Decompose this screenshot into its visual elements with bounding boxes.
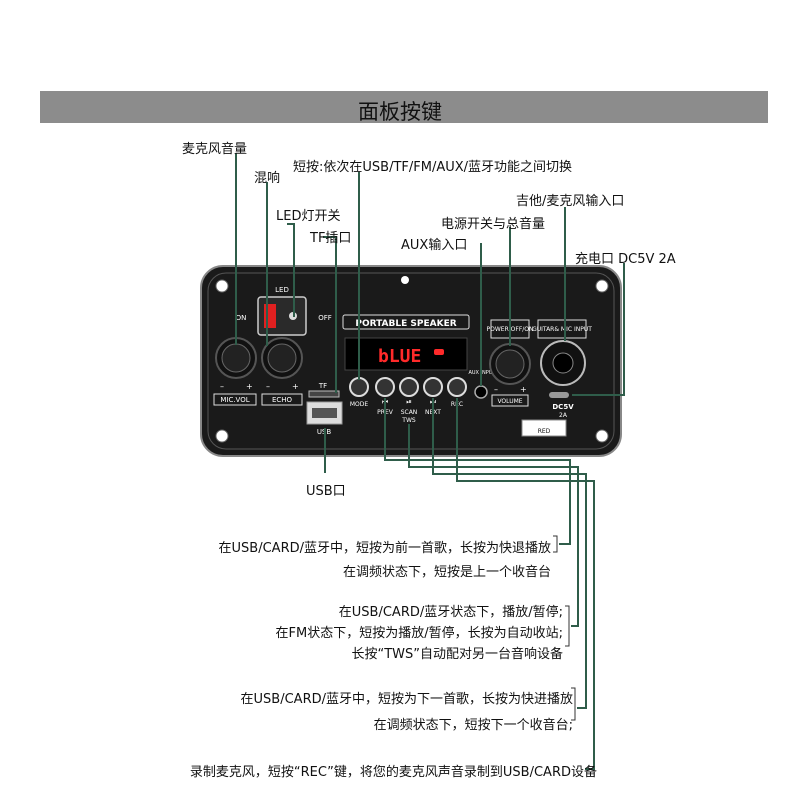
leader-lines bbox=[235, 153, 625, 770]
mic-vol-text: MIC.VOL bbox=[220, 396, 249, 404]
next-button bbox=[423, 377, 443, 397]
brand-text: PORTABLE SPEAKER bbox=[355, 319, 456, 329]
aux-jack bbox=[474, 385, 488, 399]
mode-text: MODE bbox=[350, 401, 369, 408]
scan-text: SCAN bbox=[401, 409, 418, 416]
title-bar bbox=[40, 91, 768, 123]
aux-input-callout: AUX输入口 bbox=[401, 238, 468, 253]
prev-desc-2: 在调频状态下，短按是上一个收音台 bbox=[342, 565, 551, 580]
mount-hole bbox=[595, 279, 609, 293]
play-desc-2: 在FM状态下，短按为播放/暂停，长按为自动收站; bbox=[275, 626, 563, 641]
usb-port-callout: USB口 bbox=[306, 484, 346, 499]
svg-text:–: – bbox=[494, 385, 498, 394]
rec-button bbox=[447, 377, 467, 397]
mount-hole bbox=[215, 279, 229, 293]
svg-text:+: + bbox=[246, 382, 253, 391]
volume-text: VOLUME bbox=[497, 398, 522, 405]
on-text: ON bbox=[236, 314, 247, 322]
svg-text:+: + bbox=[292, 382, 299, 391]
led-text: LED bbox=[275, 286, 289, 294]
echo-text: ECHO bbox=[272, 396, 293, 404]
play-button bbox=[399, 377, 419, 397]
prev-desc-1: 在USB/CARD/蓝牙中，短按为前一首歌，长按为快退播放 bbox=[218, 541, 551, 556]
prev-button bbox=[375, 377, 395, 397]
led-display bbox=[344, 337, 468, 371]
dc-text: DC5V bbox=[552, 403, 574, 411]
mount-hole bbox=[595, 429, 609, 443]
svg-text:–: – bbox=[220, 382, 224, 391]
mic-volume-callout: 麦克风音量 bbox=[182, 142, 248, 157]
page-title: 面板按键 bbox=[358, 100, 442, 124]
guitar-mic-callout: 吉他/麦克风输入口 bbox=[516, 194, 625, 209]
dc-a-text: 2A bbox=[559, 412, 568, 419]
guitar-mic-text: GUITAR& MIC INPUT bbox=[532, 326, 592, 333]
mount-hole bbox=[215, 429, 229, 443]
mode-callout: 短按:依次在USB/TF/FM/AUX/蓝牙功能之间切换 bbox=[293, 160, 573, 175]
off-text: OFF bbox=[318, 314, 332, 322]
red-text: RED bbox=[538, 428, 551, 435]
led-switch-rocker bbox=[264, 304, 276, 328]
play-desc-3: 长按“TWS”自动配对另一台音响设备 bbox=[351, 647, 563, 662]
display-text: bLUE bbox=[378, 346, 421, 367]
dc-port bbox=[549, 392, 569, 398]
next-desc-2: 在调频状态下，短按下一个收音台; bbox=[373, 718, 573, 733]
charge-callout: 充电口 DC5V 2A bbox=[575, 252, 676, 267]
aux-input-text: AUX INPUT bbox=[468, 370, 496, 376]
tf-text: TF bbox=[318, 382, 327, 390]
play-pause-icon: ⏯ bbox=[406, 398, 412, 406]
next-desc-1: 在USB/CARD/蓝牙中，短按为下一首歌，长按为快进播放 bbox=[240, 692, 573, 707]
tf-slot bbox=[308, 390, 340, 398]
braces bbox=[553, 535, 576, 721]
led-switch-callout: LED灯开关 bbox=[276, 209, 341, 224]
svg-text:+: + bbox=[520, 385, 527, 394]
svg-text:–: – bbox=[266, 382, 270, 391]
power-volume-callout: 电源开关与总音量 bbox=[441, 217, 546, 232]
mode-button bbox=[349, 377, 369, 397]
rec-desc: 录制麦克风，短按“REC”键，将您的麦克风声音录制到USB/CARD设备 bbox=[189, 765, 597, 780]
mount-hole bbox=[401, 276, 409, 284]
tws-text: TWS bbox=[401, 417, 416, 424]
tf-slot-callout: TF插口 bbox=[310, 231, 352, 246]
echo-callout: 混响 bbox=[254, 171, 281, 186]
play-desc-1: 在USB/CARD/蓝牙状态下，播放/暂停; bbox=[338, 605, 563, 620]
